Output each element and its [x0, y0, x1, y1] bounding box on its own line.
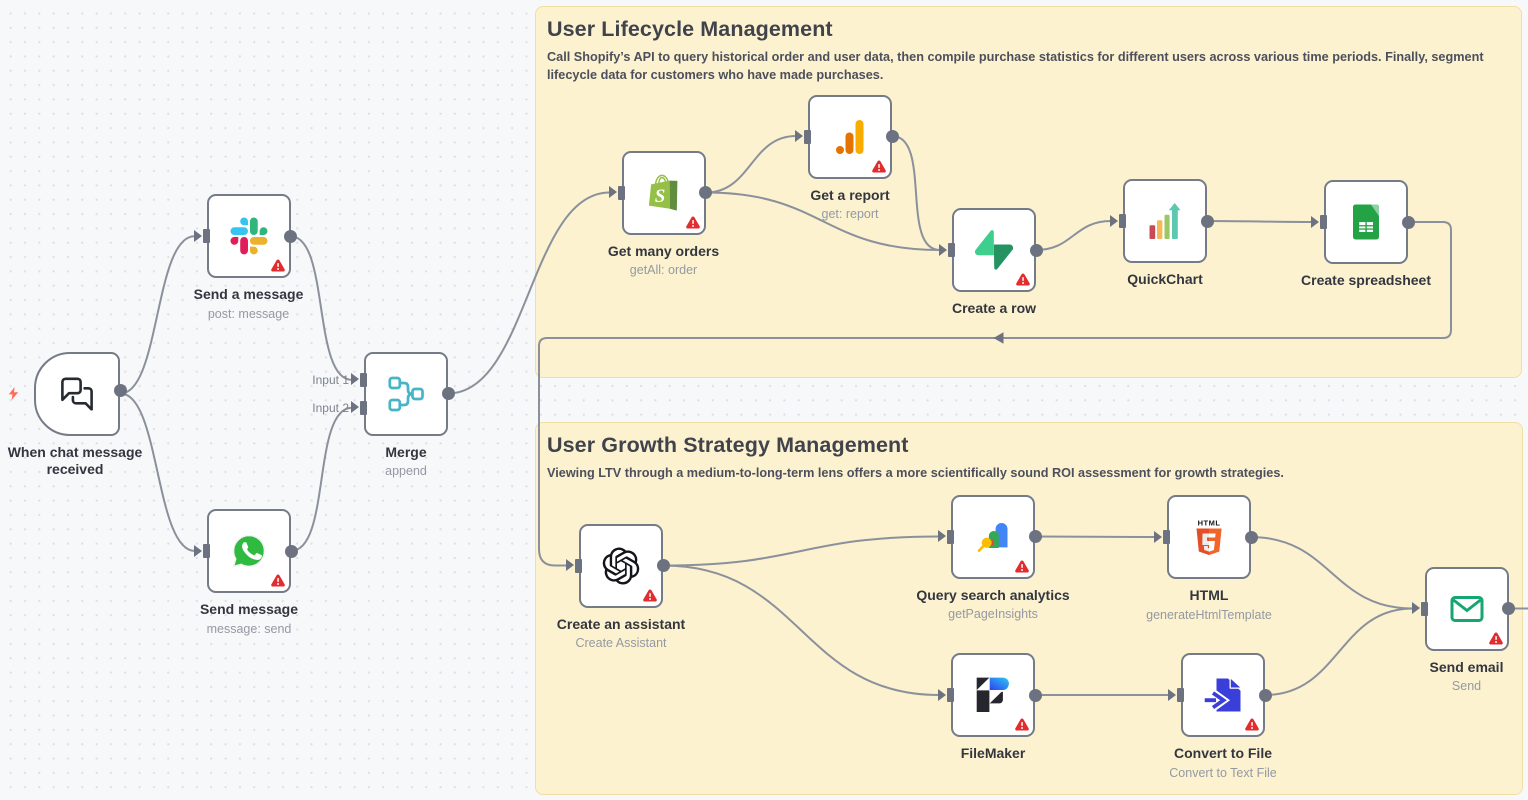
svg-text:S: S: [654, 186, 665, 207]
svg-text:HTML: HTML: [1198, 519, 1221, 528]
